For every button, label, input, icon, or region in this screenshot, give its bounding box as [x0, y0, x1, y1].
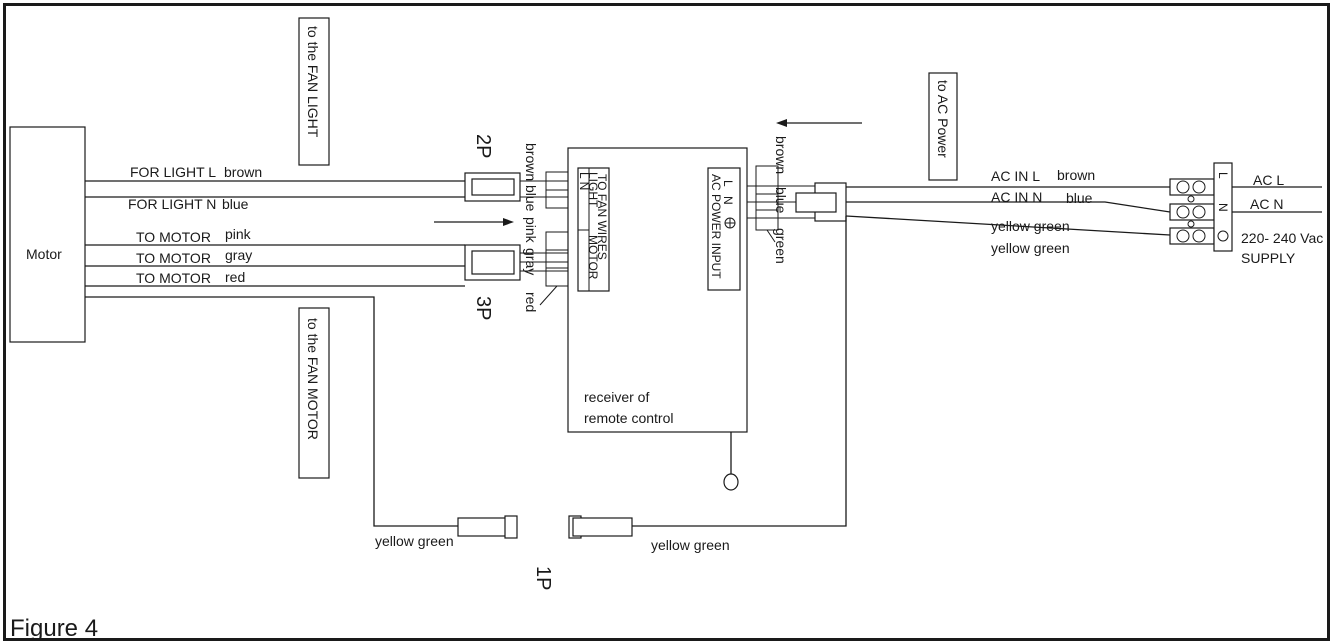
receiver-line1: receiver of [584, 389, 649, 405]
receiver-left-terminal-motor: MOTOR [586, 235, 600, 280]
wire-ground-return [632, 216, 847, 527]
figure-frame [3, 3, 1330, 641]
connector-1p-left-cap [504, 515, 518, 539]
receiver-line2: remote control [584, 410, 673, 426]
terminal-n: N [1216, 203, 1230, 212]
color-ac-in-l: brown [1057, 167, 1095, 183]
motor-label: Motor [26, 246, 62, 262]
label-for-light-l: FOR LIGHT L [130, 164, 216, 180]
left-vcolor-red: red [523, 292, 539, 312]
wire-ac-in-n [846, 201, 1171, 213]
label-to-motor-1: TO MOTOR [136, 229, 211, 245]
right-vcolor-blue: blue [773, 187, 789, 214]
figure-label: Figure 4 [10, 615, 98, 642]
callout-fan-light-box [298, 17, 330, 166]
connector-3p-left-inner [471, 250, 515, 275]
connector-1p-label: 1P [532, 566, 554, 590]
left-vcolor-blue: blue [523, 185, 539, 212]
terminal-ground-icon [1217, 230, 1229, 242]
label-to-motor-3: TO MOTOR [136, 270, 211, 286]
label-supply-voltage: 220- 240 Vac [1241, 230, 1323, 246]
arrow-top-head [776, 119, 787, 127]
callout-fan-light: to the FAN LIGHT [305, 26, 321, 138]
motor-box [9, 126, 86, 343]
connector-3p-label: 3P [472, 296, 494, 320]
color-to-motor-3: red [225, 269, 245, 285]
color-to-motor-2: gray [225, 247, 252, 263]
connector-ac-right-inner [795, 192, 837, 213]
receiver-left-terminal-light: LIGHT [586, 172, 600, 208]
receiver-right-terminal-n: N [721, 196, 735, 205]
receiver-right-terminal [707, 167, 741, 291]
left-vcolor-brown: brown [523, 143, 539, 181]
label-ac-l: AC L [1253, 172, 1284, 188]
wire-ac-yellow-green [845, 215, 1171, 236]
receiver-right-terminal-text: AC POWER INPUT [709, 174, 723, 279]
label-ground-right: yellow green [651, 537, 730, 553]
wire-motor-ground [85, 296, 458, 527]
callout-fan-motor-box [298, 307, 330, 479]
color-for-light-l: brown [224, 164, 262, 180]
label-ground-left: yellow green [375, 533, 454, 549]
color-to-motor-1: pink [225, 226, 252, 242]
terminal-block [1169, 162, 1233, 252]
right-vcolor-green: green [773, 228, 789, 264]
antenna-tip-icon [723, 473, 739, 491]
callout-ac-power: to AC Power [935, 80, 951, 158]
terminal-l: L [1216, 172, 1230, 179]
label-to-motor-2: TO MOTOR [136, 250, 211, 266]
color-for-light-n: blue [222, 196, 249, 212]
connector-2p-left-inner [471, 178, 515, 196]
right-vcolor-brown: brown [773, 136, 789, 174]
left-vcolor-gray: gray [523, 248, 539, 275]
label-yellow-green-2: yellow green [991, 240, 1070, 256]
receiver-left-terminal-top: TO FAN WIRES [595, 174, 609, 260]
receiver-right-terminal-l: L [721, 180, 735, 187]
callout-fan-motor: to the FAN MOTOR [305, 318, 321, 440]
label-ac-n: AC N [1250, 196, 1283, 212]
label-for-light-n: FOR LIGHT N [128, 196, 216, 212]
right-leads [747, 165, 820, 243]
label-supply: SUPPLY [1241, 250, 1296, 266]
color-ac-in-n: blue [1066, 190, 1093, 206]
label-ac-in-l: AC IN L [991, 168, 1040, 184]
connector-2p-label: 2P [472, 134, 494, 158]
arrow-left-head [503, 218, 514, 226]
callout-ac-power-box [928, 72, 958, 181]
label-yellow-green-1: yellow green [991, 218, 1070, 234]
left-vcolor-pink: pink [523, 217, 539, 244]
connector-1p-right [572, 517, 633, 537]
receiver-left-terminal-ln: L N [577, 172, 591, 190]
label-ac-in-n: AC IN N [991, 189, 1042, 205]
